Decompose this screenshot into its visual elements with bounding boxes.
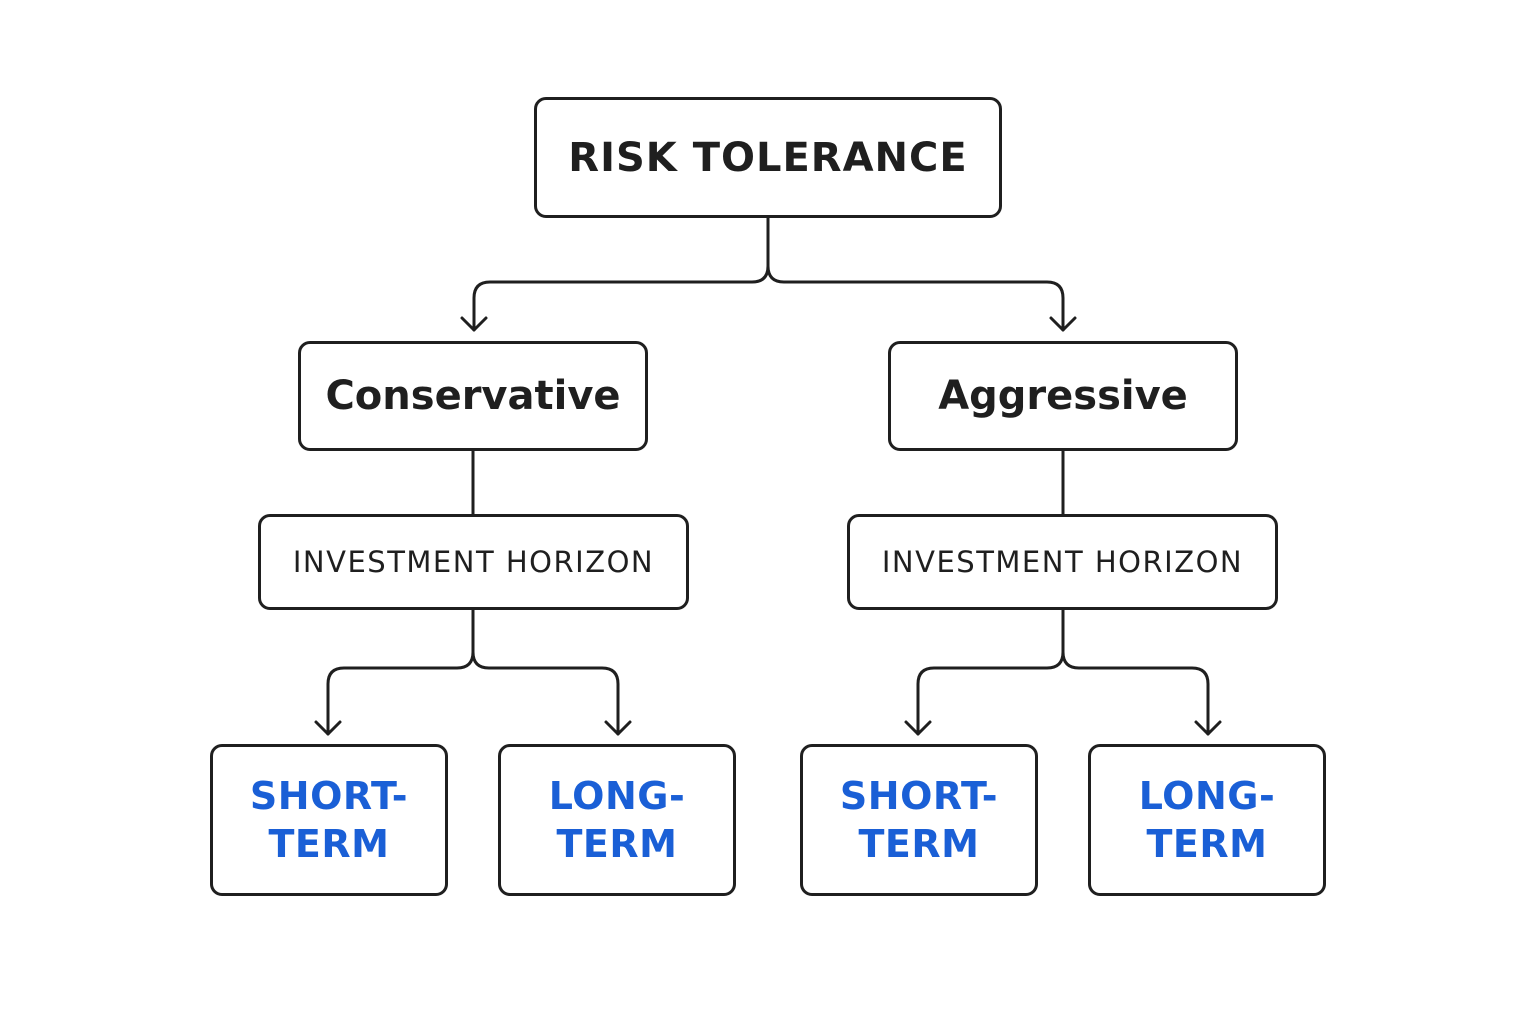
short-term-label: SHORT- TERM	[250, 772, 408, 868]
arrowhead-left-long-term	[604, 720, 632, 736]
conservative-long-term-node: LONG- TERM	[498, 744, 736, 896]
long-term-label-line-1: LONG-	[1138, 774, 1276, 818]
risk-tolerance-node: RISK TOLERANCE	[534, 97, 1002, 218]
connector-left-horizon-to-short-term	[326, 608, 475, 736]
connector-left-horizon-to-long-term	[471, 650, 620, 736]
aggressive-short-term-node: SHORT- TERM	[800, 744, 1038, 896]
connector-root-to-aggressive	[766, 264, 1065, 332]
long-term-label: LONG- TERM	[549, 772, 685, 868]
investment-horizon-label: INVESTMENT HORIZON	[292, 545, 655, 579]
arrowhead-left-short-term	[314, 720, 342, 736]
conservative-investment-horizon-node: INVESTMENT HORIZON	[258, 514, 689, 610]
conservative-short-term-node: SHORT- TERM	[210, 744, 448, 896]
long-term-label-line-2: TERM	[1146, 822, 1268, 866]
long-term-label: LONG- TERM	[1139, 772, 1275, 868]
aggressive-investment-horizon-node: INVESTMENT HORIZON	[847, 514, 1278, 610]
short-term-label-line-2: TERM	[858, 822, 980, 866]
short-term-label-line-1: SHORT-	[839, 774, 999, 818]
long-term-label-line-1: LONG-	[548, 774, 686, 818]
connector-right-horizon-to-long-term	[1061, 650, 1210, 736]
short-term-label: SHORT- TERM	[840, 772, 998, 868]
conservative-node: Conservative	[298, 341, 648, 451]
aggressive-long-term-node: LONG- TERM	[1088, 744, 1326, 896]
arrowhead-right-long-term	[1194, 720, 1222, 736]
short-term-label-line-2: TERM	[268, 822, 390, 866]
aggressive-label: Aggressive	[938, 373, 1188, 419]
arrowhead-aggressive	[1049, 316, 1077, 332]
connector-root-to-conservative	[472, 216, 770, 332]
risk-tolerance-label: RISK TOLERANCE	[568, 134, 968, 181]
arrowhead-right-short-term	[904, 720, 932, 736]
aggressive-node: Aggressive	[888, 341, 1238, 451]
conservative-label: Conservative	[325, 373, 621, 419]
long-term-label-line-2: TERM	[556, 822, 678, 866]
connector-right-horizon-to-short-term	[916, 608, 1065, 736]
short-term-label-line-1: SHORT-	[249, 774, 409, 818]
investment-horizon-label: INVESTMENT HORIZON	[881, 545, 1244, 579]
arrowhead-conservative	[460, 316, 488, 332]
